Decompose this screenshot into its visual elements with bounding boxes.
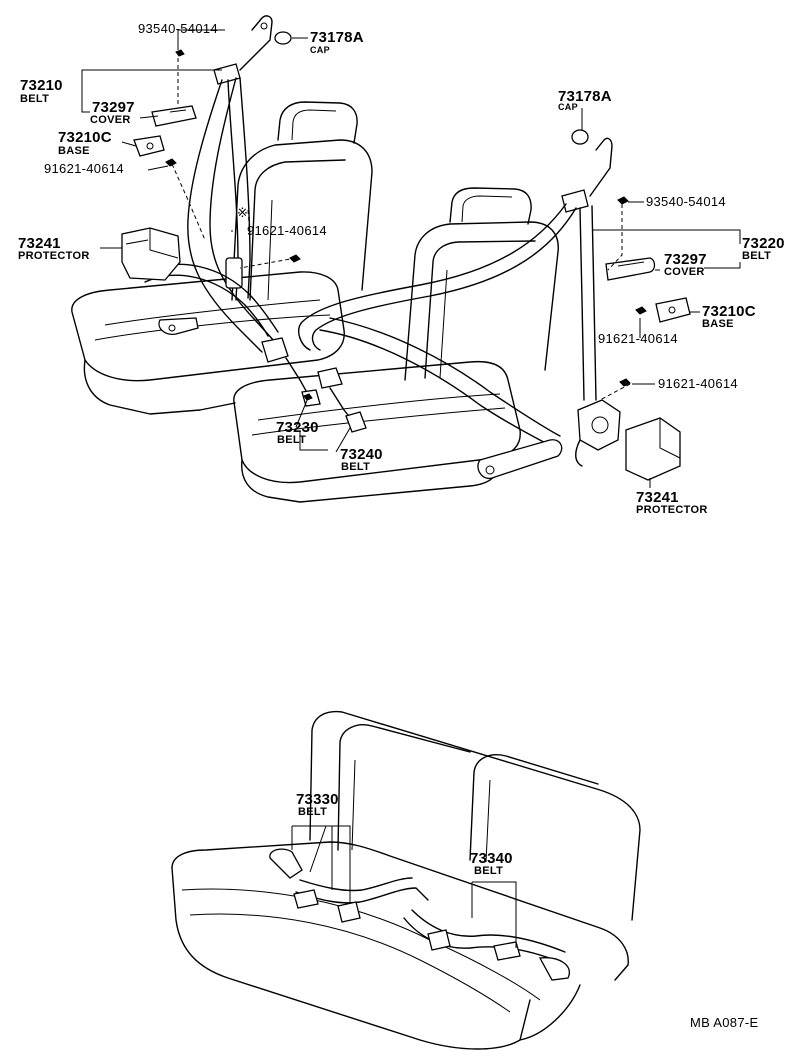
label-belt-73230-part-number: 73230 [276,419,319,436]
figure-code: MB A087-E [690,1015,759,1030]
label-belt-73240-description: BELT [341,461,371,473]
label-protector-left-part-number: 73241 [18,235,61,252]
label-belt-73330-part-number: 73330 [296,791,339,808]
label-belt-73330-description: BELT [298,806,328,818]
label-cover-right-description: COVER [664,266,705,278]
label-base-left-description: BASE [58,145,90,157]
front-right-seat [233,187,559,503]
label-asterisk-note: ※ [237,205,248,220]
label-bolt-93540-right: 93540-54014 [646,194,726,209]
label-bolt-91621-right-a: 91621-40614 [598,331,678,346]
label-belt-73340-description: BELT [474,865,504,877]
right-belt-assembly [298,129,691,481]
label-bolt-91621-left-a: 91621-40614 [44,161,124,176]
left-belt-assembly [121,15,321,407]
center-belt-73240 [317,367,367,433]
label-bolt-91621-right-b: 91621-40614 [658,376,738,391]
front-left-seat [71,101,373,415]
label-cap-left-description: CAP [310,45,330,55]
label-bolt-93540-left: 93540-54014 [138,21,218,36]
label-base-right-part-number: 73210C [702,303,756,320]
label-bolt-91621-left-b: 91621-40614 [247,223,327,238]
label-protector-left-description: PROTECTOR [18,250,90,262]
label-belt-73210-description: BELT [20,93,50,105]
label-cover-right-part-number: 73297 [664,251,707,268]
label-belt-73220-description: BELT [742,250,772,262]
label-belt-73210-part-number: 73210 [20,77,63,94]
label-cap-left-part-number: 73178A [310,29,364,46]
label-protector-right-description: PROTECTOR [636,504,708,516]
rear-seat [171,710,641,1050]
label-belt-73220-part-number: 73220 [742,235,785,252]
label-cover-left-part-number: 73297 [92,99,135,116]
label-belt-73240-part-number: 73240 [340,446,383,463]
label-belt-73340-part-number: 73340 [470,850,513,867]
label-cap-right-description: CAP [558,102,578,112]
label-cover-left-description: COVER [90,114,131,126]
label-cap-right-part-number: 73178A [558,88,612,105]
label-base-right-description: BASE [702,318,734,330]
label-base-left-part-number: 73210C [58,129,112,146]
leader-lines [81,29,741,948]
label-belt-73230-description: BELT [277,434,307,446]
label-protector-right-part-number: 73241 [636,489,679,506]
